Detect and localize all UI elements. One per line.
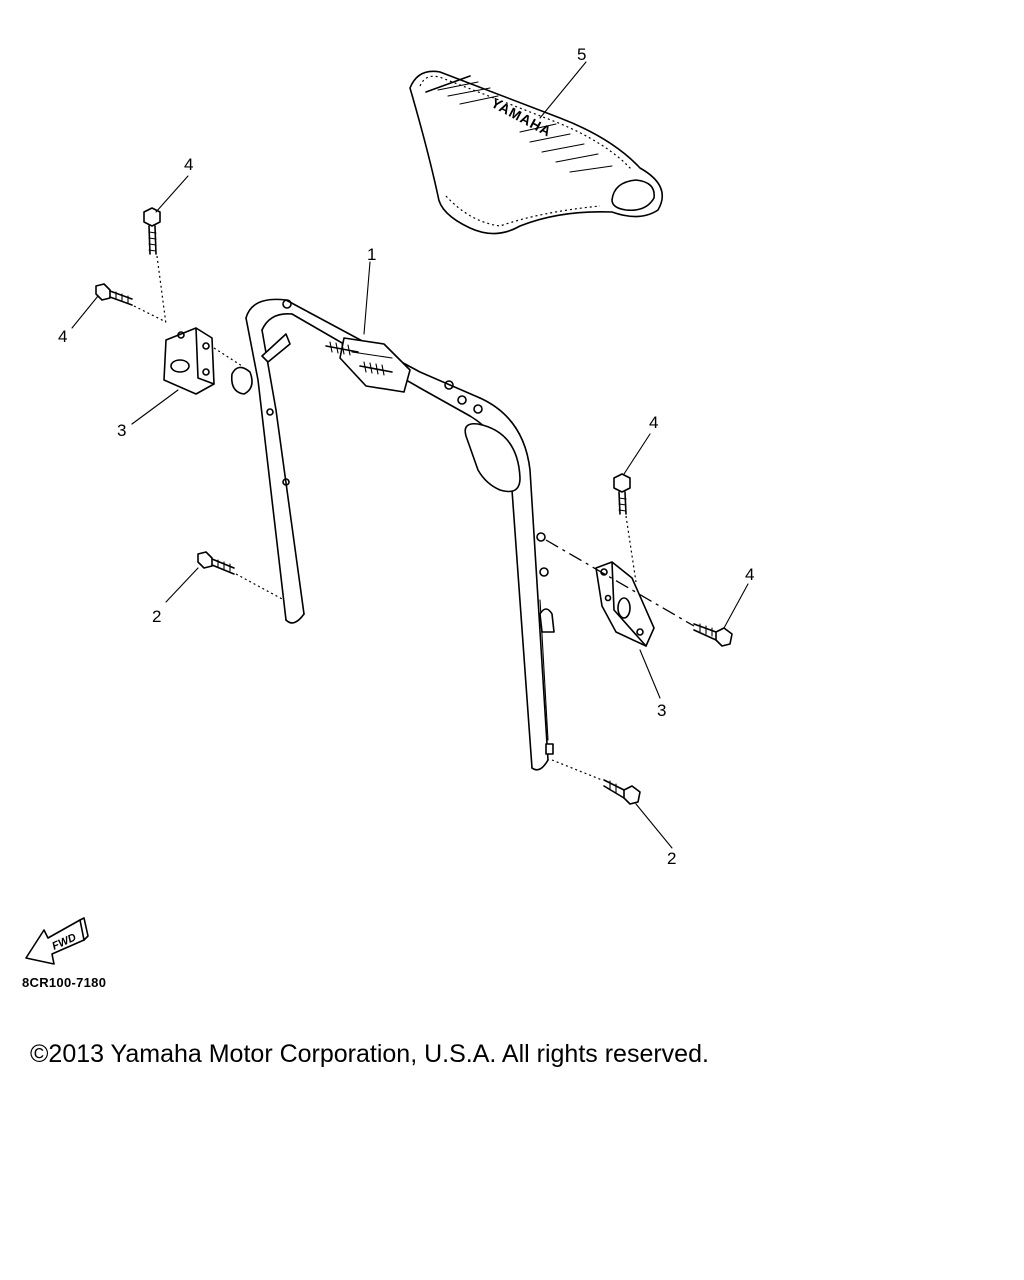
callout-5: 5 <box>577 45 586 64</box>
alignment-line <box>625 515 637 583</box>
callout-3: 3 <box>657 701 666 720</box>
alignment-line <box>156 255 167 325</box>
forward-arrow-icon: FWD <box>25 917 89 965</box>
bolt-2-right <box>603 779 641 805</box>
callout-2: 2 <box>152 607 161 626</box>
callout-4: 4 <box>184 155 193 174</box>
alignment-line <box>235 573 285 601</box>
callout-4: 4 <box>649 413 658 432</box>
leader-lines <box>71 61 749 849</box>
bolt-4-right-top <box>613 473 631 515</box>
handlebar-pad: YAMAHA <box>409 70 663 235</box>
right-bracket <box>595 561 655 647</box>
callout-2: 2 <box>667 849 676 868</box>
bolt-4-left-side <box>95 283 133 306</box>
left-bracket <box>163 327 243 395</box>
callout-3: 3 <box>117 421 126 440</box>
diagram-code: 8CR100-7180 <box>22 975 107 990</box>
bolt-2-left <box>197 551 235 575</box>
handlebar-frame <box>230 298 555 771</box>
alignment-line <box>133 305 167 323</box>
copyright-notice: ©2013 Yamaha Motor Corporation, U.S.A. A… <box>30 1040 709 1068</box>
callout-1: 1 <box>367 245 376 264</box>
callout-4: 4 <box>745 565 754 584</box>
alignment-line <box>545 539 695 627</box>
callout-4: 4 <box>58 327 67 346</box>
bolt-4-left-top <box>143 207 161 255</box>
bolt-4-right-side <box>693 623 733 647</box>
alignment-line <box>551 759 603 781</box>
